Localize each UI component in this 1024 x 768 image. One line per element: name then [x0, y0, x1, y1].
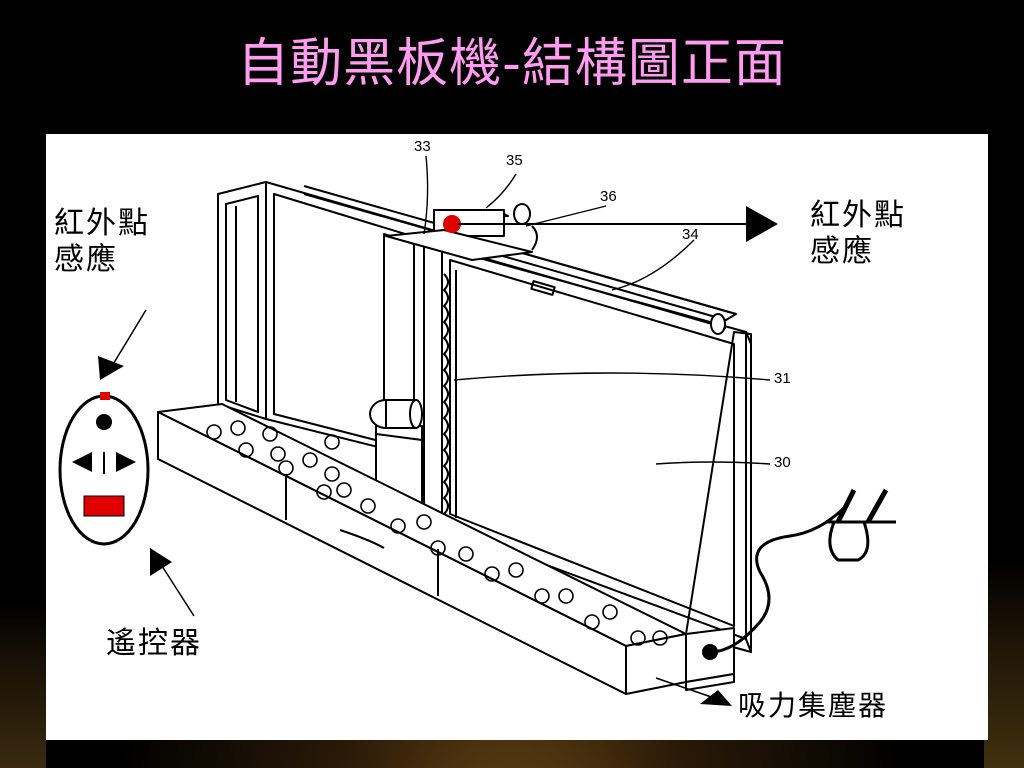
- ir-sensor-label-left: 紅外點 感應: [54, 206, 150, 277]
- arrow-icon: [458, 206, 778, 242]
- part-number-34: 34: [682, 226, 699, 243]
- ir-sensor-label-right: 紅外點 感應: [810, 198, 906, 269]
- slide-title: 自動黑板機-結構圖正面: [237, 34, 787, 94]
- part-number-35: 35: [506, 152, 523, 169]
- remote-label: 遙控器: [106, 626, 202, 661]
- background-city-left: [0, 600, 46, 768]
- ir-indicator-dot: [443, 215, 461, 233]
- dust-particles: [206, 420, 668, 646]
- part-number-33: 33: [414, 138, 431, 155]
- remote-control-icon: [58, 392, 150, 546]
- blackboard-machine-diagram: [58, 155, 896, 706]
- right-board: [435, 245, 752, 653]
- dust-collector-label: 吸力集塵器: [738, 689, 889, 722]
- background-city-right: [984, 560, 1024, 768]
- part-number-36: 36: [600, 188, 617, 205]
- part-number-31: 31: [774, 370, 791, 387]
- left-arrows: [98, 309, 195, 617]
- part-number-30: 30: [774, 454, 791, 471]
- power-plug-icon: [702, 488, 896, 660]
- leader-lines: [423, 155, 771, 465]
- diagram-panel: 33 35 36 34 31 30 紅外點 感應 紅外點 感應 遙控器 吸力集塵…: [46, 134, 988, 740]
